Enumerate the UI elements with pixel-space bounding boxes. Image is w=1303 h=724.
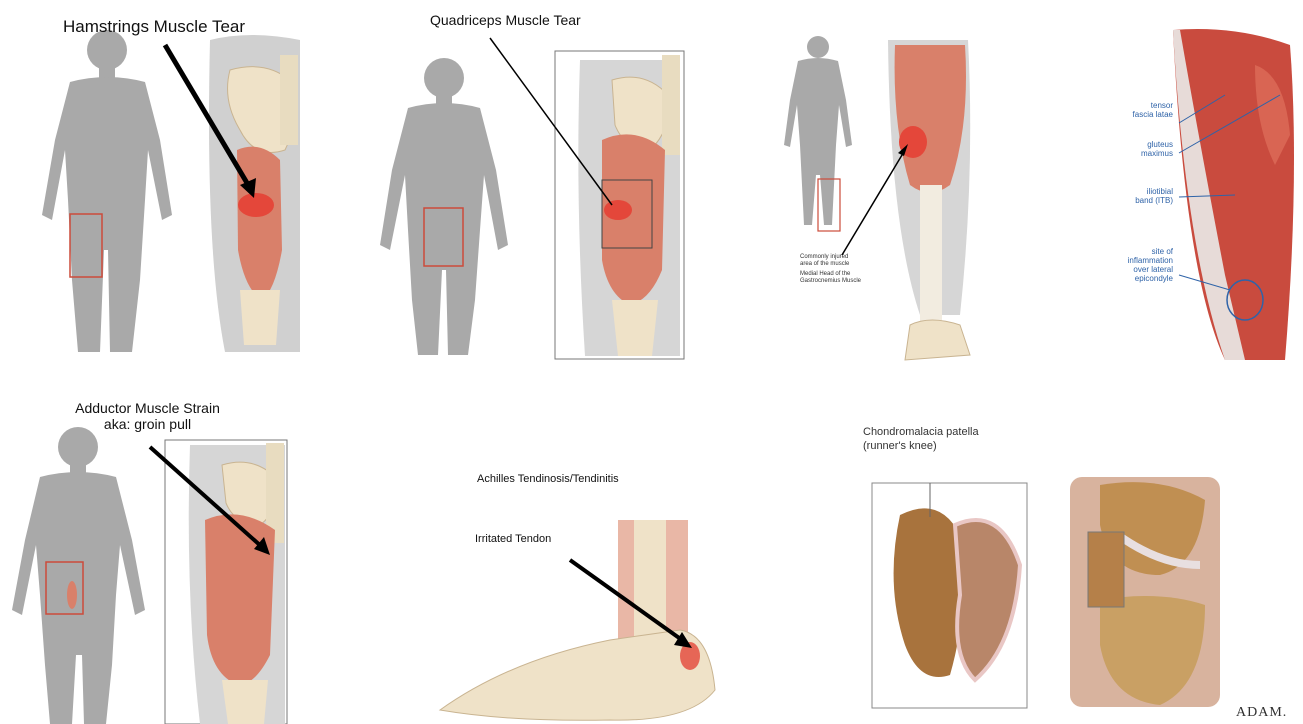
panel-title: Achilles Tendinosis/Tendinitis — [477, 473, 619, 485]
pointer-label: Irritated Tendon — [475, 533, 551, 545]
itb-panel: tensor fascia latae gluteus maximus ilio… — [1085, 25, 1303, 365]
panel-title: Quadriceps Muscle Tear — [430, 12, 581, 28]
spine — [662, 55, 680, 155]
injury-site — [238, 193, 274, 217]
calf-caption: Commonly injured area of the muscle Medi… — [800, 254, 861, 285]
hamstrings-panel: Hamstrings Muscle Tear — [0, 0, 320, 360]
panel-title: Adductor Muscle Strain aka: groin pull — [60, 400, 235, 432]
calf-illustration — [770, 25, 990, 370]
knee-bone — [240, 290, 280, 345]
heel-bone — [905, 320, 970, 360]
label-site: site of inflammation over lateral epicon… — [1085, 247, 1173, 283]
achilles-illustration — [430, 460, 730, 724]
injury-site — [604, 200, 632, 220]
adductor-panel: Adductor Muscle Strain aka: groin pull — [0, 395, 300, 724]
adductor-illustration — [0, 395, 300, 724]
label-itb: iliotibial band (ITB) — [1085, 187, 1173, 205]
achilles-panel: Achilles Tendinosis/Tendinitis Irritated… — [430, 460, 730, 724]
patella-inset-box — [1088, 532, 1124, 607]
chondromalacia-panel: Chondromalacia patella (runner's knee) A… — [860, 425, 1303, 724]
foot-bones — [440, 630, 715, 720]
label-gluteus: gluteus maximus — [1085, 140, 1173, 158]
knee-bone — [222, 680, 268, 724]
pointer-line — [842, 150, 905, 255]
chondromalacia-illustration — [860, 425, 1303, 724]
quadriceps-muscles — [602, 134, 665, 305]
body-silhouette — [42, 30, 172, 352]
body-silhouette — [380, 58, 508, 355]
tendon — [920, 185, 942, 335]
knee-bone — [612, 300, 658, 356]
label-tensor: tensor fascia latae — [1085, 101, 1173, 119]
panel-title: Chondromalacia patella (runner's knee) — [863, 425, 979, 453]
quadriceps-panel: Quadriceps Muscle Tear — [380, 0, 700, 365]
calf-panel: Commonly injured area of the muscle Medi… — [770, 25, 990, 370]
adam-logo: ADAM. — [1236, 705, 1287, 721]
body-silhouette — [12, 427, 145, 724]
quadriceps-illustration — [380, 0, 700, 365]
panel-title: Hamstrings Muscle Tear — [63, 17, 245, 37]
spine — [280, 55, 298, 145]
groin-mark — [67, 581, 77, 609]
hamstrings-illustration — [0, 0, 320, 360]
